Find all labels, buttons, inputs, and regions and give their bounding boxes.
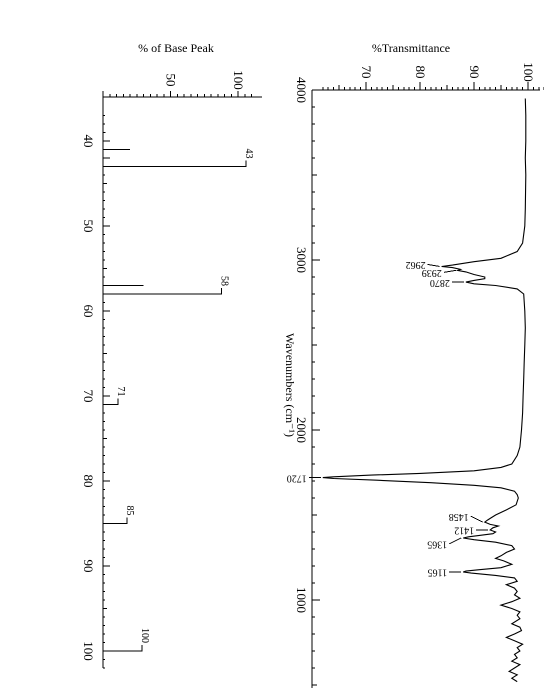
ir-y-tick-label: 100	[521, 62, 536, 82]
ir-peak-label: 1458	[449, 511, 469, 522]
ms-peak-label-leader	[109, 398, 119, 405]
ir-peak-label: 1720	[287, 472, 307, 483]
ir-x-tick-label: 4000	[294, 77, 309, 103]
ir-spectrum-chart: %Transmittance 70 80 90 100 4000 3000 2000 100…	[283, 41, 544, 688]
ms-peak-label: 43	[243, 149, 254, 159]
ir-peak-label-leader	[427, 263, 440, 267]
ms-left-ticks: 40 50 60 70 80 90 100	[81, 115, 110, 669]
ms-mz-tick-label: 40	[81, 135, 96, 148]
ms-peak-label: 71	[115, 387, 126, 397]
ms-mz-tick-label: 90	[81, 560, 96, 573]
ir-x-tick-label: 2000	[294, 417, 309, 443]
ms-value-axis-title: % of Base Peak	[138, 41, 214, 55]
ms-peak-label: 100	[139, 628, 150, 643]
ms-peak-label-leader	[134, 645, 143, 652]
ms-top-ticks: 50 100	[102, 70, 252, 97]
ir-peak-label: 1165	[428, 567, 448, 578]
ir-peak-label: 1365	[427, 539, 447, 550]
ir-spectrum-line	[322, 98, 527, 683]
ms-mz-tick-label: 100	[81, 641, 96, 661]
ir-peak-label-leader	[470, 515, 484, 523]
mass-spectrum-chart: % of Base Peak 50 100 40 50 60 70 80 90 100 43 5…	[81, 41, 262, 669]
ir-left-ticks: 4000 3000 2000 1000	[294, 77, 320, 686]
ir-y-tick-label: 80	[413, 66, 428, 79]
ir-y-tick-label: 90	[467, 66, 482, 79]
ms-peak-label: 58	[219, 276, 230, 286]
ir-top-ticks: 70 80 90 100	[322, 62, 544, 90]
ir-x-tick-label: 3000	[294, 247, 309, 273]
ms-peaks	[103, 131, 238, 652]
ms-value-tick-label: 100	[231, 70, 246, 90]
ir-peak-label: 2870	[430, 277, 450, 288]
ir-x-tick-label: 1000	[294, 587, 309, 613]
ms-value-tick-label: 50	[164, 74, 179, 87]
ir-peak-label-leader	[448, 537, 462, 545]
ir-y-tick-label: 70	[359, 66, 374, 79]
ms-mz-tick-label: 80	[81, 475, 96, 488]
ir-peak-label: 1412	[454, 525, 474, 536]
ms-mz-tick-label: 50	[81, 220, 96, 233]
ms-mz-tick-label: 70	[81, 390, 96, 403]
ms-peak-label-leader	[119, 517, 128, 524]
ir-y-axis-title: %Transmittance	[372, 41, 450, 55]
ms-peak-label-leader	[238, 160, 247, 167]
ms-mz-tick-label: 60	[81, 305, 96, 318]
ir-peak-label: 2962	[406, 259, 426, 270]
ir-peak-label-leader	[443, 269, 456, 273]
ir-x-axis-title: Wavenumbers (cm⁻¹)	[283, 333, 297, 437]
ir-peak-label: 2939	[422, 267, 442, 278]
ms-peak-labels: 43 58 71 85 100	[109, 149, 254, 652]
ms-peak-label: 85	[124, 506, 135, 516]
ms-peak-label-leader	[213, 288, 223, 295]
